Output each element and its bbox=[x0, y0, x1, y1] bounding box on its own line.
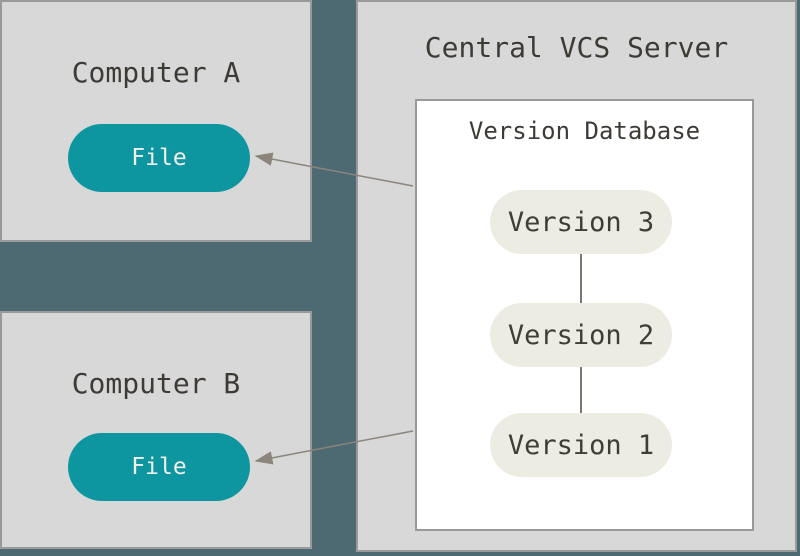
computer-b-file-label: File bbox=[131, 454, 187, 480]
computer-a-panel: Computer A File bbox=[0, 0, 312, 242]
version-3-label: Version 3 bbox=[507, 206, 655, 238]
version-database-title: Version Database bbox=[468, 117, 701, 145]
central-server-title: Central VCS Server bbox=[424, 31, 729, 64]
version-3-node: Version 3 bbox=[490, 190, 672, 254]
computer-a-file-node: File bbox=[68, 124, 250, 192]
version-1-node: Version 1 bbox=[490, 413, 672, 477]
connector-line-v2-v1 bbox=[580, 367, 582, 413]
connector-line-v3-v2 bbox=[580, 254, 582, 303]
computer-b-file-node: File bbox=[68, 433, 250, 501]
version-database-box: Version Database Version 3 Version 2 Ver… bbox=[415, 99, 754, 531]
version-2-node: Version 2 bbox=[490, 303, 672, 367]
version-1-label: Version 1 bbox=[507, 429, 655, 461]
computer-a-file-label: File bbox=[131, 145, 187, 171]
computer-a-title: Computer A bbox=[71, 56, 241, 89]
computer-b-title: Computer B bbox=[71, 367, 241, 400]
version-2-label: Version 2 bbox=[507, 319, 655, 351]
central-vcs-server-panel: Central VCS Server Version Database Vers… bbox=[356, 0, 797, 552]
computer-b-panel: Computer B File bbox=[0, 311, 312, 549]
